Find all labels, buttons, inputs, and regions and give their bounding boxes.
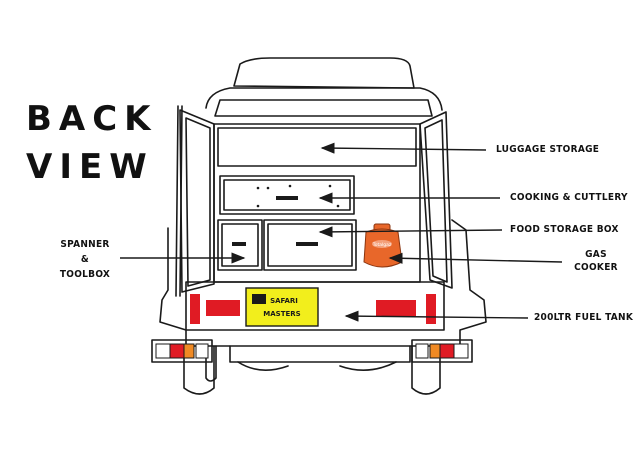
label-gas-line1: GAS [585,249,607,260]
number-plate: SAFARI MASTERS [245,287,319,327]
label-luggage-storage: LUGGAGE STORAGE [496,144,600,155]
arrow-gas [388,252,563,264]
reflector-left-inner [206,300,240,316]
left-wheel [183,345,215,395]
right-door [419,111,453,289]
title-line-view: VIEW [26,147,154,187]
arrow-fuel [344,310,529,322]
label-spanner-line1: SPANNER [60,239,110,250]
label-spanner-line2: & [80,254,90,265]
exhaust [205,345,217,382]
plate-text-line1: SAFARI [270,297,298,305]
label-gas-line2: COOKER [574,262,618,273]
label-cooking-cuttlery: COOKING & CUTTLERY [510,192,628,203]
right-lamp [411,339,473,363]
cooking-box [219,175,355,215]
cab-roof [205,87,443,111]
arrow-food [318,226,503,238]
label-spanner-toolbox: SPANNER & TOOLBOX [56,240,114,280]
label-food-storage-box: FOOD STORAGE BOX [510,224,619,235]
cylinder-brand-text: Totalgaz [372,242,392,248]
left-lamp [151,339,213,363]
left-door [179,109,215,293]
reflector-right-outer [426,294,436,324]
reflector-right-inner [376,300,416,316]
right-wheel [411,345,441,395]
roof-window [214,99,433,117]
roof-rack [233,57,415,89]
food-box [263,219,357,271]
red-reflectors [190,294,436,324]
plate-text-line2: MASTERS [263,310,300,318]
bumper [185,281,445,331]
tail-lamps [155,343,469,359]
gas-cylinder: Totalgaz [363,223,403,268]
arrow-luggage [320,142,487,154]
label-gas-cooker: GAS COOKER [572,250,620,273]
label-fuel-tank: 200LTR FUEL TANK [534,312,634,323]
reflector-left-outer [190,294,200,324]
title-line-back: BACK [26,99,158,139]
label-spanner-line3: TOOLBOX [59,269,111,280]
toolbox [217,219,263,271]
